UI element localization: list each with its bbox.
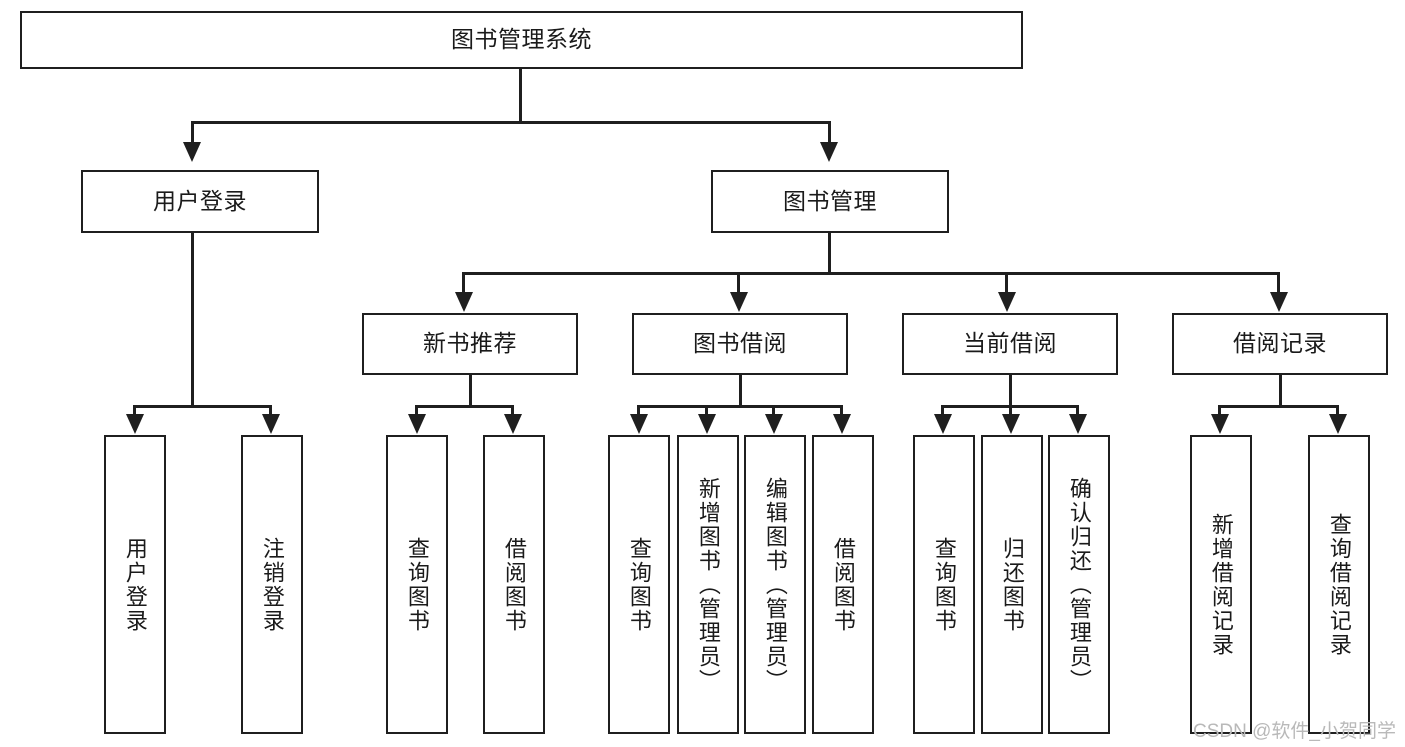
- connector-cb-drop-1: [941, 405, 944, 415]
- arrow-to-new-book-recommend: [455, 292, 473, 312]
- node-leaf-logout-login-label: 注销登录: [259, 536, 285, 633]
- connector-nbr-bus: [415, 405, 513, 408]
- connector-nbr-stem: [469, 375, 472, 405]
- connector-bb-drop-4: [840, 405, 843, 415]
- node-leaf-add-book[interactable]: 新增图书（管理员）: [677, 435, 739, 734]
- connector-user-login-drop-2: [269, 405, 272, 415]
- connector-cb-drop-2: [1009, 405, 1012, 415]
- arrow-to-leaf-query-book-2: [630, 414, 648, 434]
- node-new-book-recommend-label: 新书推荐: [423, 330, 517, 357]
- connector-l3-drop-4: [1277, 272, 1280, 293]
- node-leaf-add-book-label: 新增图书（管理员）: [695, 476, 721, 693]
- connector-book-manage-stem: [828, 233, 831, 272]
- connector-bb-stem: [739, 375, 742, 405]
- connector-user-login-bus: [133, 405, 270, 408]
- arrow-to-leaf-logout-login: [262, 414, 280, 434]
- node-leaf-user-login-label: 用户登录: [122, 536, 148, 633]
- node-book-borrow-label: 图书借阅: [693, 330, 787, 357]
- arrow-to-book-manage: [820, 142, 838, 162]
- node-leaf-query-book-3[interactable]: 查询图书: [913, 435, 975, 734]
- node-leaf-return-book[interactable]: 归还图书: [981, 435, 1043, 734]
- node-leaf-edit-book[interactable]: 编辑图书（管理员）: [744, 435, 806, 734]
- arrow-to-leaf-return-book: [1002, 414, 1020, 434]
- node-leaf-query-record-label: 查询借阅记录: [1326, 512, 1352, 657]
- connector-user-login-stem: [191, 233, 194, 405]
- arrow-to-leaf-query-book-3: [934, 414, 952, 434]
- node-leaf-user-login[interactable]: 用户登录: [104, 435, 166, 734]
- arrow-to-leaf-borrow-book-1: [504, 414, 522, 434]
- arrow-to-current-borrow: [998, 292, 1016, 312]
- node-leaf-borrow-book-2[interactable]: 借阅图书: [812, 435, 874, 734]
- node-new-book-recommend[interactable]: 新书推荐: [362, 313, 578, 375]
- arrow-to-book-borrow: [730, 292, 748, 312]
- connector-bb-drop-1: [637, 405, 640, 415]
- arrow-to-leaf-add-record: [1211, 414, 1229, 434]
- arrow-to-user-login: [183, 142, 201, 162]
- connector-cb-stem: [1009, 375, 1012, 405]
- connector-br-bus: [1218, 405, 1338, 408]
- node-leaf-confirm-return-label: 确认归还（管理员）: [1066, 476, 1092, 693]
- connector-br-drop-1: [1218, 405, 1221, 415]
- node-leaf-query-record[interactable]: 查询借阅记录: [1308, 435, 1370, 734]
- node-book-manage-label: 图书管理: [783, 187, 877, 214]
- arrow-to-leaf-query-book-1: [408, 414, 426, 434]
- node-user-login-label: 用户登录: [153, 187, 247, 214]
- connector-user-login-drop-1: [133, 405, 136, 415]
- node-book-borrow[interactable]: 图书借阅: [632, 313, 848, 375]
- connector-bb-drop-3: [772, 405, 775, 415]
- node-borrow-record[interactable]: 借阅记录: [1172, 313, 1388, 375]
- connector-nbr-drop-1: [415, 405, 418, 415]
- node-leaf-borrow-book-2-label: 借阅图书: [830, 536, 856, 633]
- node-leaf-edit-book-label: 编辑图书（管理员）: [762, 476, 788, 693]
- connector-root-drop-right: [828, 121, 831, 143]
- node-leaf-logout-login[interactable]: 注销登录: [241, 435, 303, 734]
- arrow-to-leaf-confirm-return: [1069, 414, 1087, 434]
- node-user-login[interactable]: 用户登录: [81, 170, 319, 233]
- arrow-to-leaf-add-book: [698, 414, 716, 434]
- connector-root-bus: [191, 121, 831, 124]
- node-leaf-confirm-return[interactable]: 确认归还（管理员）: [1048, 435, 1110, 734]
- connector-cb-drop-3: [1076, 405, 1079, 415]
- connector-l3-drop-2: [737, 272, 740, 293]
- node-book-manage[interactable]: 图书管理: [711, 170, 949, 233]
- node-root-label: 图书管理系统: [451, 26, 592, 53]
- connector-bb-drop-2: [705, 405, 708, 415]
- node-leaf-query-book-1-label: 查询图书: [404, 536, 430, 633]
- node-current-borrow[interactable]: 当前借阅: [902, 313, 1118, 375]
- node-leaf-add-record-label: 新增借阅记录: [1208, 512, 1234, 657]
- connector-bb-bus: [637, 405, 843, 408]
- arrow-to-leaf-user-login: [126, 414, 144, 434]
- node-leaf-query-book-3-label: 查询图书: [931, 536, 957, 633]
- node-leaf-query-book-1[interactable]: 查询图书: [386, 435, 448, 734]
- node-leaf-return-book-label: 归还图书: [999, 536, 1025, 633]
- connector-br-stem: [1279, 375, 1282, 405]
- connector-l3-drop-1: [462, 272, 465, 293]
- node-leaf-query-book-2[interactable]: 查询图书: [608, 435, 670, 734]
- arrow-to-borrow-record: [1270, 292, 1288, 312]
- node-borrow-record-label: 借阅记录: [1233, 330, 1327, 357]
- connector-root-stem: [519, 69, 522, 121]
- node-leaf-add-record[interactable]: 新增借阅记录: [1190, 435, 1252, 734]
- connector-nbr-drop-2: [511, 405, 514, 415]
- connector-br-drop-2: [1336, 405, 1339, 415]
- arrow-to-leaf-edit-book: [765, 414, 783, 434]
- node-current-borrow-label: 当前借阅: [963, 330, 1057, 357]
- connector-book-manage-bus: [462, 272, 1280, 275]
- node-leaf-query-book-2-label: 查询图书: [626, 536, 652, 633]
- node-leaf-borrow-book-1[interactable]: 借阅图书: [483, 435, 545, 734]
- node-leaf-borrow-book-1-label: 借阅图书: [501, 536, 527, 633]
- connector-l3-drop-3: [1005, 272, 1008, 293]
- node-root[interactable]: 图书管理系统: [20, 11, 1023, 69]
- arrow-to-leaf-borrow-book-2: [833, 414, 851, 434]
- arrow-to-leaf-query-record: [1329, 414, 1347, 434]
- connector-root-drop-left: [191, 121, 194, 143]
